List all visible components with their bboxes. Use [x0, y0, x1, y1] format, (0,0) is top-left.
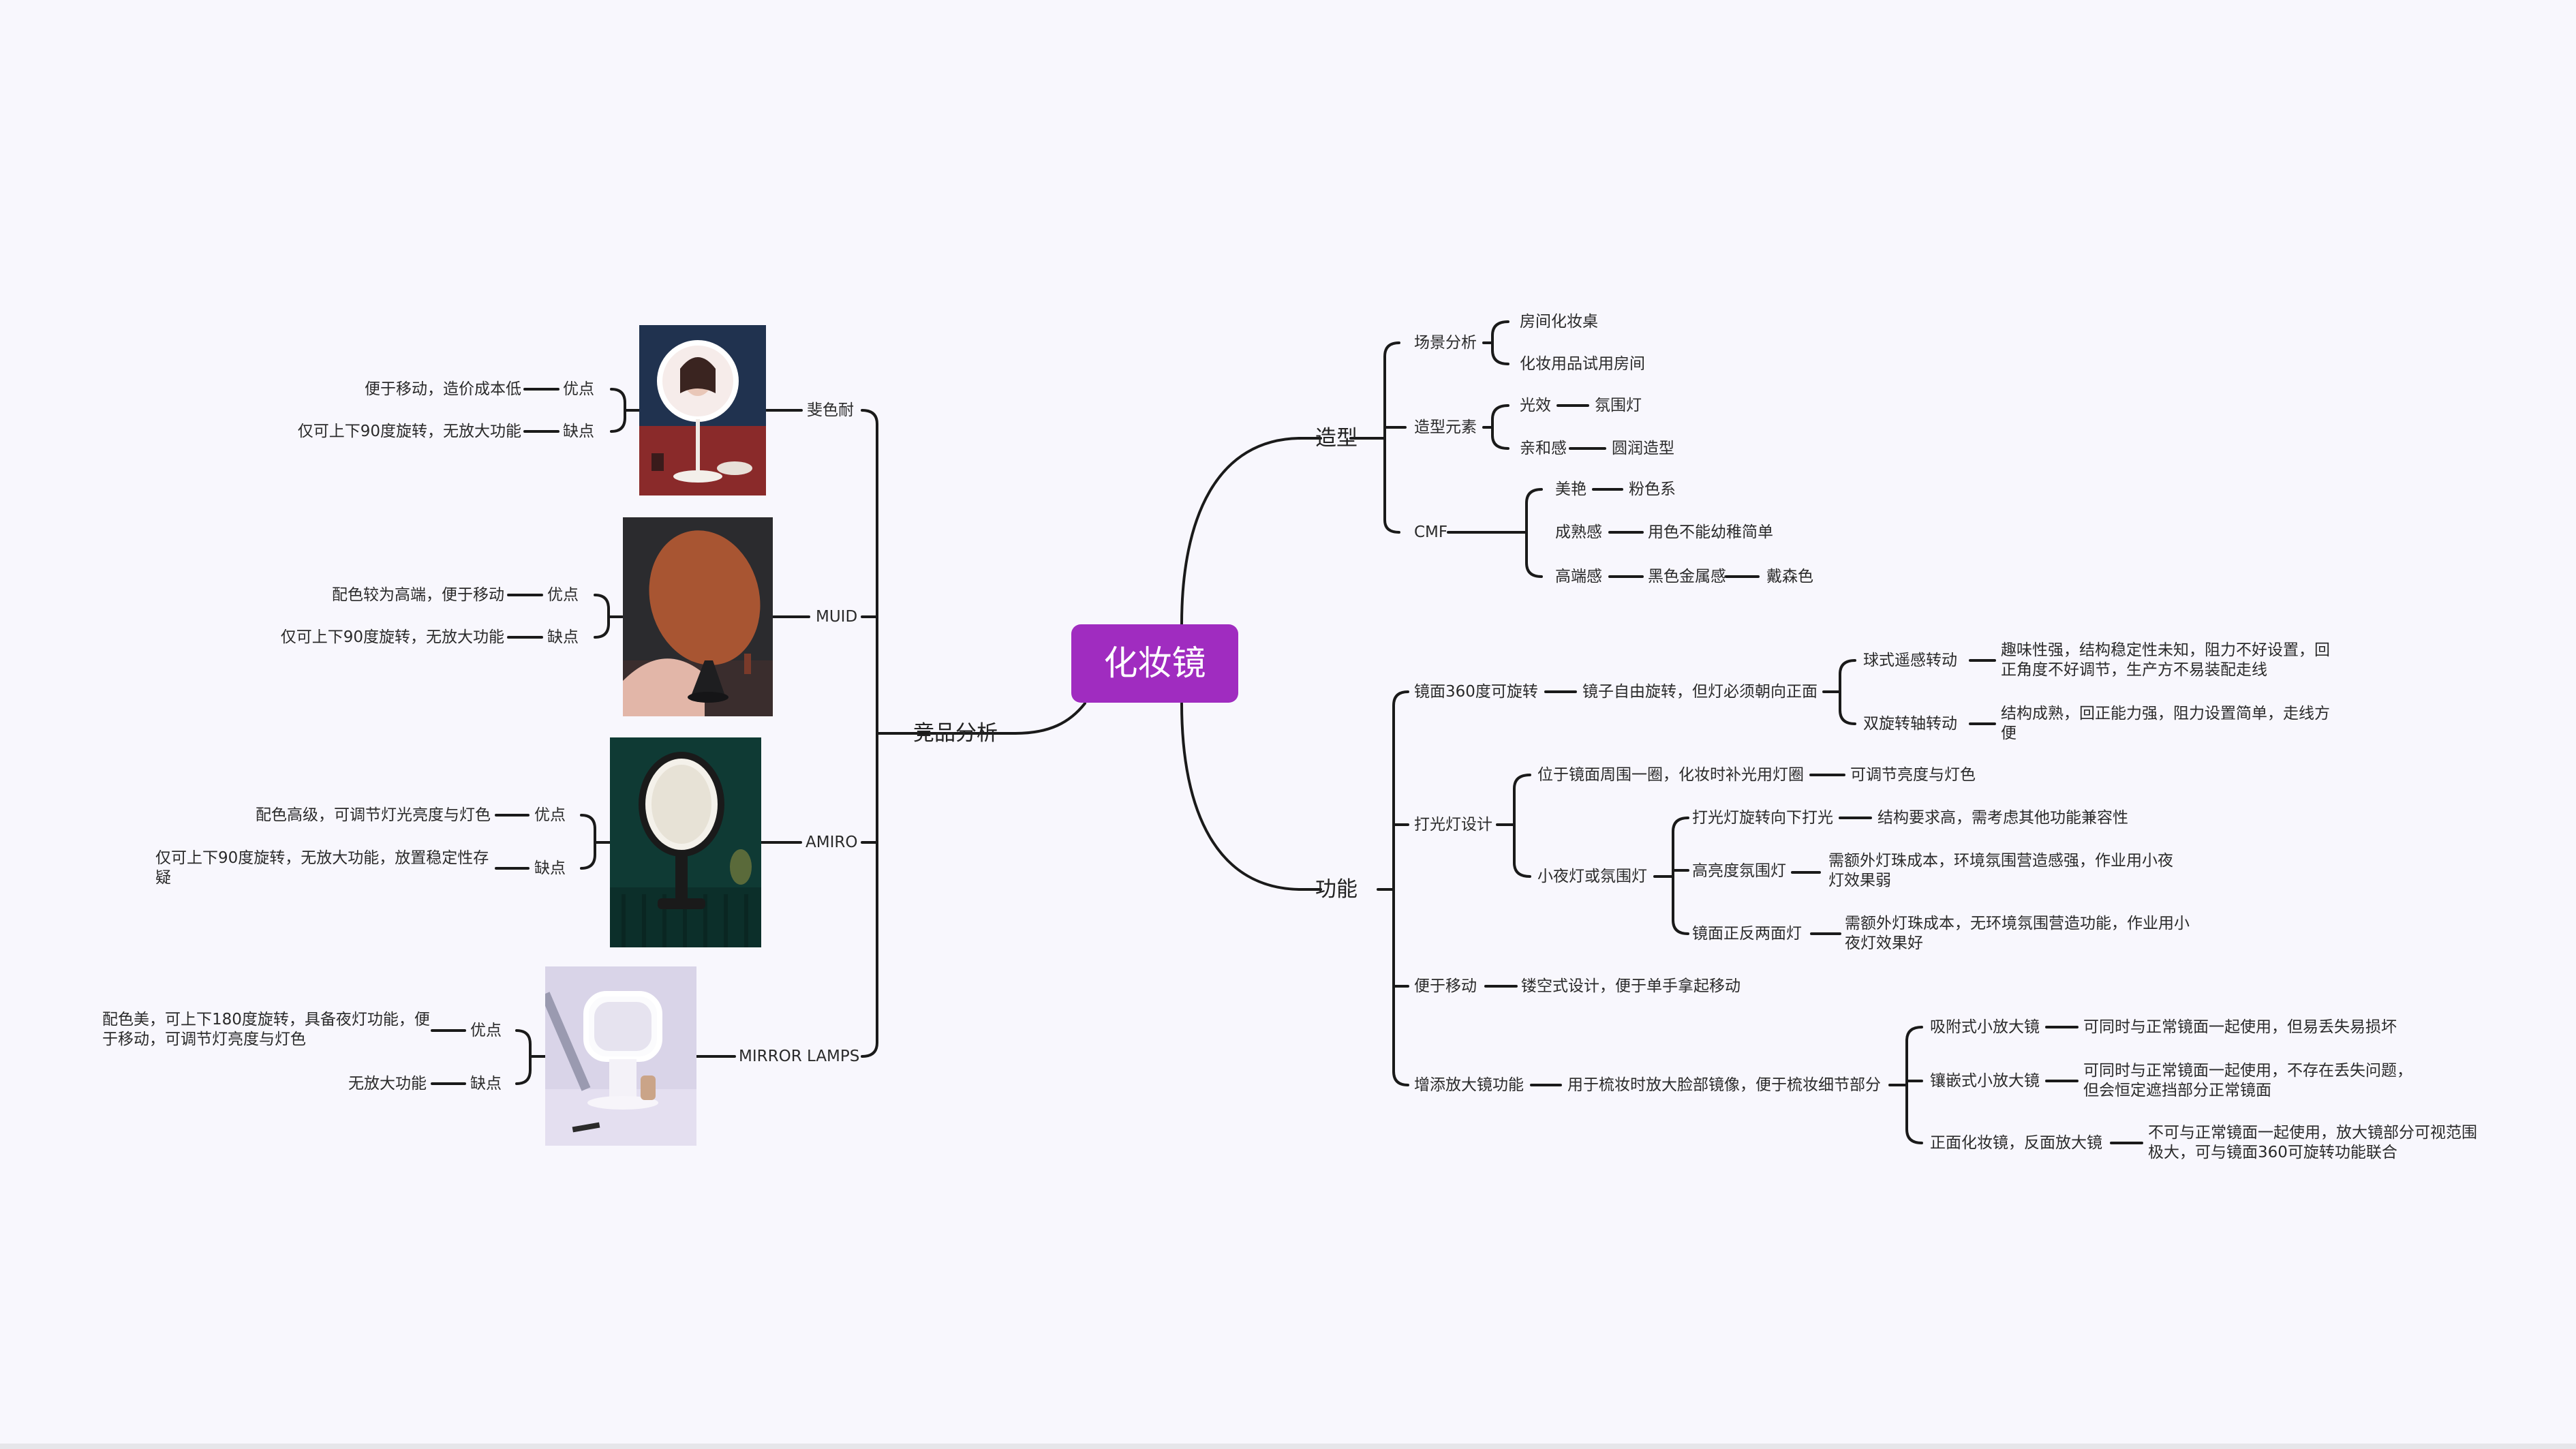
node-light-b[interactable]: 小夜灯或氛围灯: [1537, 868, 1647, 885]
node-cmf[interactable]: CMF: [1414, 523, 1448, 541]
status-strip: [0, 1444, 2576, 1449]
node-scene-c2[interactable]: 化妆用品试用房间: [1520, 355, 1645, 373]
node-cmf-c[interactable]: 高端感: [1555, 568, 1602, 585]
node-mag-c[interactable]: 正面化妆镜，反面放大镜: [1930, 1134, 2102, 1152]
node-light-b1v[interactable]: 结构要求高，需考虑其他功能兼容性: [1877, 809, 2128, 827]
node-item-4-pro[interactable]: 配色美，可上下180度旋转，具备夜灯功能，便于移动，可调节灯亮度与灯色: [102, 1011, 430, 1048]
node-zaoxing[interactable]: 造型: [1315, 426, 1358, 451]
node-mag-b1[interactable]: 可同时与正常镜面一起使用，不存在丢失问题，但会恒定遮挡部分正常镜面: [2083, 1062, 2412, 1099]
node-light[interactable]: 打光灯设计: [1414, 816, 1492, 834]
node-cmf-b[interactable]: 成熟感: [1555, 523, 1602, 541]
node-gongneng[interactable]: 功能: [1315, 877, 1358, 902]
product-photo-2: [623, 517, 773, 716]
node-light-b3v[interactable]: 需额外灯珠成本，无环境氛围营造功能，作业用小夜灯效果好: [1845, 915, 2190, 952]
node-item-1-con-label[interactable]: 缺点: [563, 423, 594, 440]
node-light-a1[interactable]: 可调节亮度与灯色: [1850, 766, 1976, 784]
node-mag-c1[interactable]: 用于梳妆时放大脸部镜像，便于梳妆细节部分: [1567, 1076, 1881, 1094]
node-scene-c1[interactable]: 房间化妆桌: [1520, 313, 1598, 331]
node-cmf-c2[interactable]: 戴森色: [1766, 568, 1813, 585]
node-move[interactable]: 便于移动: [1414, 977, 1477, 995]
node-rot-c1[interactable]: 镜子自由旋转，但灯必须朝向正面: [1582, 683, 1818, 701]
node-elem-a1[interactable]: 氛围灯: [1595, 397, 1642, 414]
node-item-3-con-label[interactable]: 缺点: [534, 859, 566, 877]
node-rot-a1[interactable]: 趣味性强，结构稳定性未知，阻力不好设置，回正角度不好调节，生产方不易装配走线: [2001, 641, 2330, 679]
node-jingpin[interactable]: 竞品分析: [913, 721, 998, 746]
node-item-2-con[interactable]: 仅可上下90度旋转，无放大功能: [280, 628, 504, 646]
node-item-3-pro-label[interactable]: 优点: [534, 806, 566, 824]
node-move-c1[interactable]: 镂空式设计，便于单手拿起移动: [1521, 977, 1741, 995]
node-elem-b[interactable]: 亲和感: [1520, 440, 1567, 457]
node-mag-b[interactable]: 镶嵌式小放大镜: [1930, 1072, 2040, 1090]
node-item-4[interactable]: MIRROR LAMPS: [739, 1048, 860, 1065]
node-rot-a[interactable]: 球式遥感转动: [1863, 652, 1957, 669]
node-item-4-pro-label[interactable]: 优点: [470, 1022, 502, 1039]
node-light-a[interactable]: 位于镜面周围一圈，化妆时补光用灯圈: [1537, 766, 1804, 784]
node-cmf-c1[interactable]: 黑色金属感: [1648, 568, 1726, 585]
root-node[interactable]: 化妆镜: [1071, 624, 1238, 703]
node-light-b2v[interactable]: 需额外灯珠成本，环境氛围营造感强，作业用小夜灯效果弱: [1828, 852, 2173, 889]
node-mag[interactable]: 增添放大镜功能: [1414, 1076, 1524, 1094]
node-item-2-pro[interactable]: 配色较为高端，便于移动: [332, 586, 504, 604]
node-item-3-con[interactable]: 仅可上下90度旋转，无放大功能，放置稳定性存疑: [155, 849, 489, 887]
node-item-1[interactable]: 斐色耐: [807, 401, 854, 419]
node-mag-a1[interactable]: 可同时与正常镜面一起使用，但易丢失易损坏: [2083, 1018, 2397, 1036]
product-photo-3: [610, 737, 761, 947]
node-cmf-b1[interactable]: 用色不能幼稚简单: [1648, 523, 1773, 541]
product-photo-1: [639, 325, 766, 495]
product-photo-4: [545, 966, 696, 1146]
node-item-2-pro-label[interactable]: 优点: [547, 586, 579, 604]
node-item-1-pro-label[interactable]: 优点: [563, 380, 594, 398]
node-rot-b[interactable]: 双旋转轴转动: [1863, 715, 1957, 733]
node-item-2[interactable]: MUID: [816, 608, 858, 626]
node-item-2-con-label[interactable]: 缺点: [547, 628, 579, 646]
node-item-4-con[interactable]: 无放大功能: [348, 1075, 427, 1093]
node-cmf-a1[interactable]: 粉色系: [1629, 481, 1676, 498]
node-elem-b1[interactable]: 圆润造型: [1612, 440, 1674, 457]
node-item-1-pro[interactable]: 便于移动，造价成本低: [365, 380, 521, 398]
node-elem-a[interactable]: 光效: [1520, 397, 1551, 414]
node-light-b1[interactable]: 打光灯旋转向下打光: [1692, 809, 1833, 827]
node-cmf-a[interactable]: 美艳: [1555, 481, 1586, 498]
node-mag-c1v[interactable]: 不可与正常镜面一起使用，放大镜部分可视范围极大，可与镜面360可旋转功能联合: [2148, 1124, 2477, 1161]
node-scene[interactable]: 场景分析: [1414, 334, 1477, 352]
node-rot-b1[interactable]: 结构成熟，回正能力强，阻力设置简单，走线方便: [2001, 705, 2330, 742]
node-light-b2[interactable]: 高亮度氛围灯: [1692, 862, 1786, 880]
node-item-3[interactable]: AMIRO: [806, 834, 858, 851]
node-item-3-pro[interactable]: 配色高级，可调节灯光亮度与灯色: [256, 806, 491, 824]
node-light-b3[interactable]: 镜面正反两面灯: [1692, 925, 1802, 943]
node-item-4-con-label[interactable]: 缺点: [470, 1075, 502, 1093]
node-item-1-con[interactable]: 仅可上下90度旋转，无放大功能: [297, 423, 521, 440]
node-rot[interactable]: 镜面360度可旋转: [1414, 683, 1538, 701]
node-elem[interactable]: 造型元素: [1414, 418, 1477, 436]
node-mag-a[interactable]: 吸附式小放大镜: [1930, 1018, 2040, 1036]
